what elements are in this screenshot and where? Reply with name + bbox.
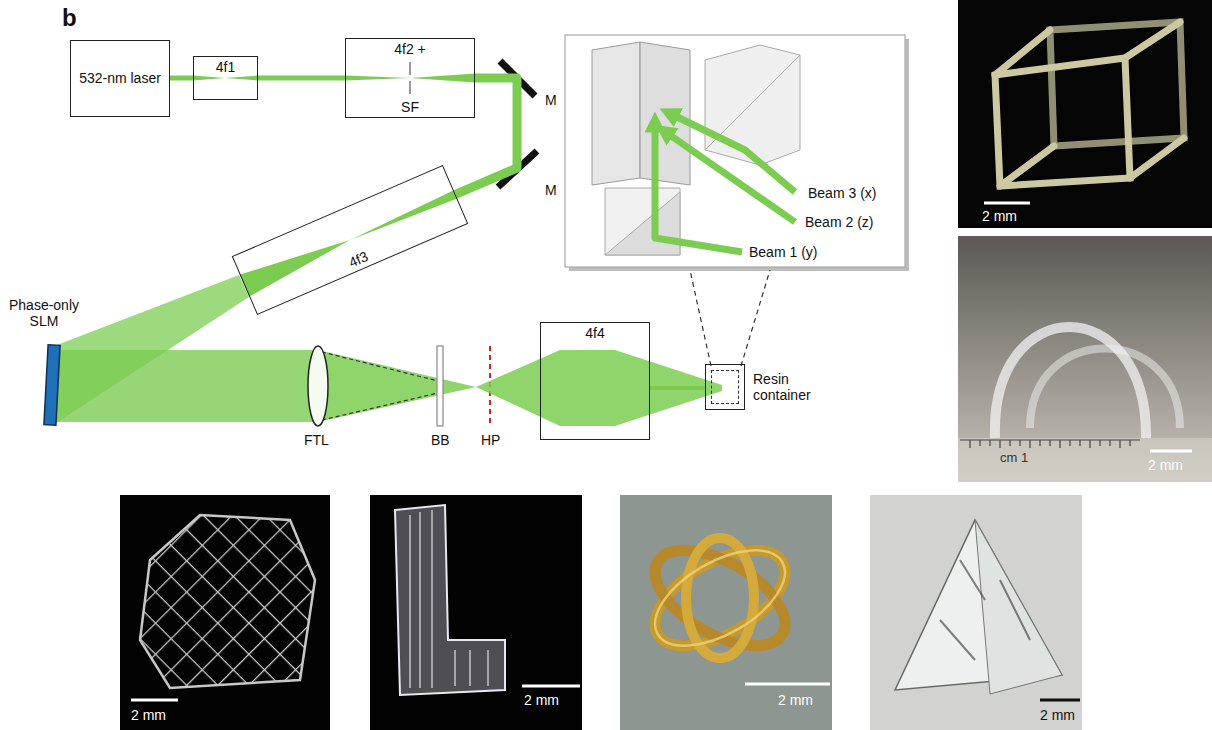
laser-beam [56,350,318,422]
scale-bar [1150,450,1192,453]
scale-bar [745,683,830,686]
spatial-filter [409,81,411,94]
prism [705,45,800,165]
beam-block [437,346,443,426]
beam-label: Beam 2 (z) [805,214,873,230]
photo-pyramid [870,495,1082,730]
printed-knot [640,531,801,665]
zero-order-ray [322,352,438,381]
component-label: HP [481,432,500,448]
component-label: M [545,92,557,108]
laser-beam [348,190,457,244]
ruler [958,438,1212,482]
zoom-line [690,270,711,366]
ruler-text: cm 1 [1000,451,1028,466]
panel-label: b [62,4,77,32]
inset-frame [565,35,905,267]
printed-knot [640,531,801,665]
scale-label: 2 mm [982,208,1017,224]
beam-label: Beam 3 (x) [808,185,876,201]
box-label: 4f2 + [394,41,426,57]
component-label: FTL [304,432,329,448]
scale-label: 2 mm [778,692,813,708]
laser-beam [240,183,461,296]
box-label: 4f4 [585,325,604,341]
ruler [960,440,1140,448]
cuvette [592,42,640,185]
lens-symbol [308,346,328,426]
zoom-line [741,270,770,366]
printed-arch [995,327,1146,438]
spatial-filter [409,62,411,75]
printed-pyramid [940,560,1030,660]
scale-label: 2 mm [131,707,166,723]
laser-beam [456,78,518,194]
photo-cube [958,0,1212,228]
printed-corner [410,510,488,688]
laser-beam [410,74,475,83]
scale-label: 2 mm [1148,457,1183,473]
beam-arrow [669,113,795,192]
prism [605,192,680,255]
printed-lattice [140,515,315,688]
scale-bar [131,699,178,702]
box-label: SF [401,99,419,115]
box-label: 4f1 [216,59,235,75]
relay-box: 4f3 [232,165,469,315]
zero-order-ray [322,393,438,420]
printed-cube [1130,138,1184,178]
laser-box: 532-nm laser [70,40,170,117]
scale-bar [1040,699,1080,702]
printed-knot [640,531,801,665]
container-outline [705,364,745,410]
scale-label: 2 mm [1040,707,1075,723]
component-label: BB [431,432,450,448]
laser-beam [193,76,225,81]
cuvette [640,42,690,185]
printed-cube [995,58,1130,186]
printed-corner [395,505,505,695]
printed-cube [1125,22,1180,58]
laser-beam [170,76,193,81]
scale-bar [984,202,1030,205]
laser-beam [258,76,345,81]
slm-panel [44,345,60,426]
container-inner [711,370,739,404]
printed-cube [995,30,1050,75]
prism [605,188,680,255]
printed-pyramid [975,520,1062,694]
printed-knot [686,538,754,658]
photo-knot [620,495,832,730]
photo-corner [370,495,582,730]
beam-label: Beam 1 (y) [749,244,817,260]
box-label: Resin container [753,371,828,403]
printed-knot [640,531,801,665]
printed-arch [1030,349,1180,429]
printed-cube [1000,146,1054,186]
printed-cube [995,22,1184,186]
box-label: 4f3 [346,248,370,271]
scale-bar [522,685,580,688]
laser-beam [650,386,705,390]
photo-lattice [120,495,330,730]
printed-cube [1050,22,1184,146]
resin-container: Resin container [705,364,828,410]
box-label: 532-nm laser [79,70,161,86]
relay-box: 4f1 [193,56,258,100]
laser-beam [345,76,410,81]
scale-label: 2 mm [524,692,559,708]
component-label: M [545,182,557,198]
relay-filter-box: 4f2 + SF [345,38,475,118]
relay-box: 4f4 [540,322,650,440]
photo-arch [958,236,1212,482]
component-label: Phase-only SLM [4,297,84,329]
laser-beam [240,229,355,297]
laser-beam [318,350,476,422]
laser-beam [225,76,258,81]
laser-beam [476,350,722,426]
